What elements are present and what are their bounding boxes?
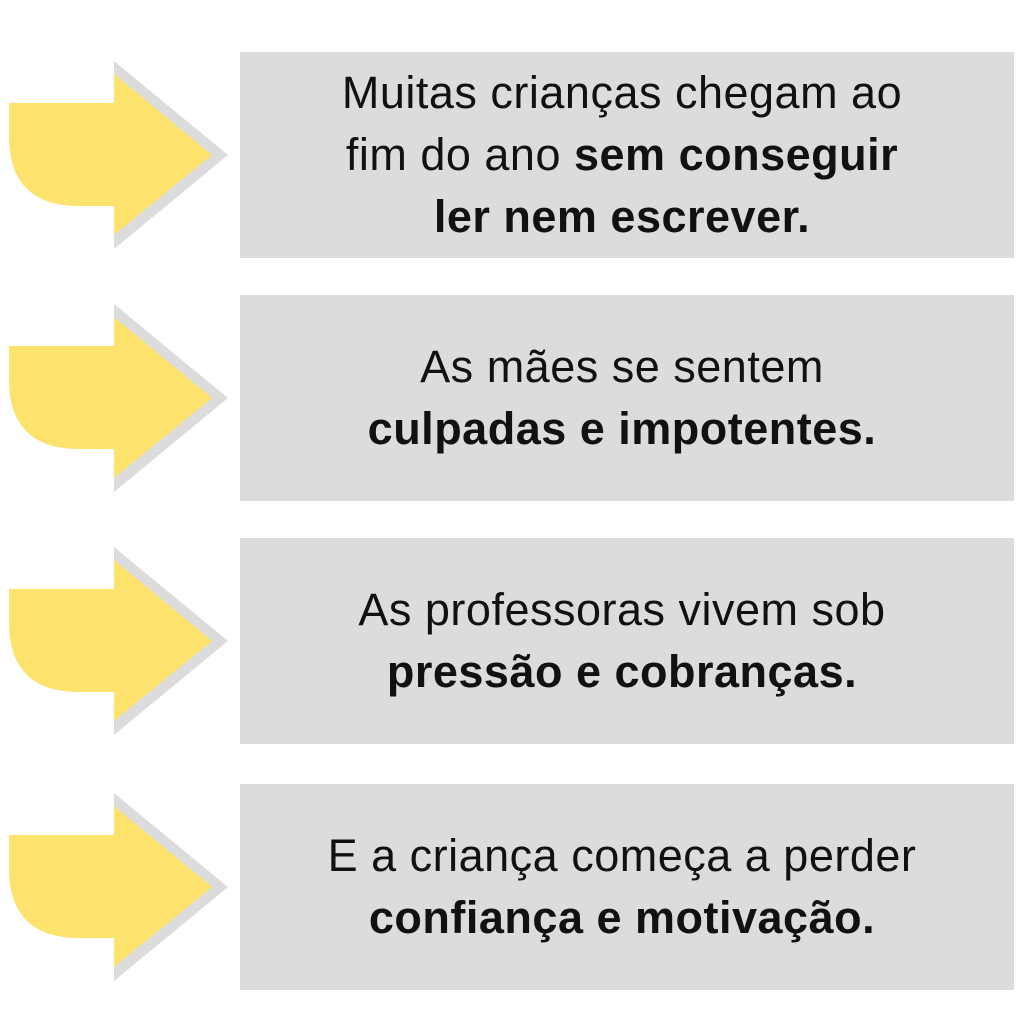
text-bold: culpadas e impotentes. [367,403,877,454]
item-background [114,52,1014,258]
text-bold: ler nem escrever. [433,191,811,242]
problem-item: E a criança começa a perder confiança e m… [0,784,1024,990]
text-normal: As mães se sentem [420,341,824,392]
text-line: fim do ano sem conseguir [346,124,898,186]
text-normal: fim do ano [345,129,574,180]
arrow-right-icon [9,784,240,990]
item-text: As professoras vivem sob pressão e cobran… [230,538,1014,744]
item-background [114,538,1014,744]
item-text: As mães se sentem culpadas e impotentes. [230,295,1014,501]
arrow-right-icon [9,295,240,501]
problem-item: As professoras vivem sob pressão e cobran… [0,538,1024,744]
text-line: pressão e cobranças. [387,641,857,703]
problem-item: As mães se sentem culpadas e impotentes. [0,295,1024,501]
text-normal: E a criança começa a perder [327,830,917,881]
text-line: culpadas e impotentes. [368,398,877,460]
arrow-right-icon [9,538,240,744]
problem-item: Muitas crianças chegam ao fim do ano sem … [0,52,1024,258]
item-background [114,784,1014,990]
item-background [114,295,1014,501]
text-line: E a criança começa a perder [328,825,917,887]
text-bold: sem conseguir [574,129,899,180]
text-bold: confiança e motivação. [368,892,876,943]
text-line: confiança e motivação. [369,887,875,949]
text-normal: Muitas crianças chegam ao [341,67,903,118]
text-line: As mães se sentem [420,336,824,398]
text-line: ler nem escrever. [434,186,810,248]
text-line: As professoras vivem sob [358,579,885,641]
text-normal: As professoras vivem sob [358,584,886,635]
text-line: Muitas crianças chegam ao [342,62,902,124]
arrow-right-icon [9,52,240,258]
text-bold: pressão e cobranças. [386,646,858,697]
item-text: E a criança começa a perder confiança e m… [230,784,1014,990]
item-text: Muitas crianças chegam ao fim do ano sem … [230,52,1014,258]
